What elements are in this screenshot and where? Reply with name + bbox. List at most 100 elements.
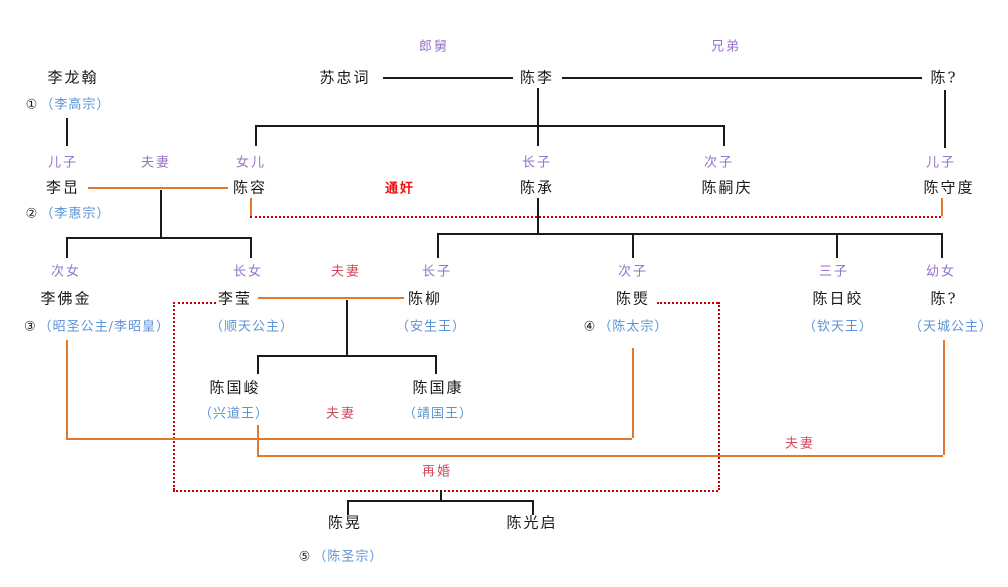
person-name: 李莹: [217, 289, 253, 308]
title-annotation: ④（陈太宗）: [583, 319, 669, 335]
title-annotation: （天城公主）: [908, 320, 994, 334]
title-annotation: ⑤（陈圣宗）: [298, 549, 384, 565]
annotation-text: （安生王）: [395, 319, 467, 335]
relation-label: 儿子: [925, 155, 957, 171]
family-line: [257, 355, 259, 374]
generation-number: ②: [25, 206, 39, 222]
family-line: [437, 233, 941, 235]
annotation-text: （陈圣宗）: [313, 549, 384, 565]
person-name: 李旵: [45, 178, 81, 197]
family-line: [255, 125, 257, 146]
family-line: [66, 237, 68, 258]
family-line: [435, 355, 437, 374]
family-line: [347, 500, 532, 502]
generation-number: ④: [583, 319, 597, 335]
marriage-line: [258, 297, 404, 299]
family-line: [66, 237, 250, 239]
title-annotation: （顺天公主）: [209, 319, 295, 335]
annotation-text: （李高宗）: [40, 97, 111, 113]
relation-label: 夫妻: [325, 406, 357, 422]
annotation-text: （靖国王）: [402, 406, 474, 422]
person-name: 陈国峻: [209, 378, 261, 397]
marriage-line: [88, 187, 228, 189]
annotation-text: （昭圣公主/李昭皇）: [38, 319, 171, 335]
person-name: 陈柳: [407, 289, 443, 308]
dotted-relation-line: [173, 302, 216, 304]
relation-label: 兄弟: [710, 39, 742, 55]
marriage-line: [941, 198, 943, 216]
family-line: [836, 233, 838, 258]
relation-label: 再婚: [421, 464, 453, 480]
family-line: [723, 125, 725, 146]
annotation-text: （钦天王）: [802, 319, 874, 335]
person-name: 陈光启: [506, 513, 558, 532]
relation-label: 次子: [703, 155, 735, 171]
annotation-text: （陈太宗）: [598, 319, 669, 335]
title-annotation: （兴道王）: [198, 406, 270, 422]
annotation-text: （兴道王）: [198, 406, 270, 422]
person-name: 陈李: [519, 68, 555, 87]
family-line: [537, 198, 539, 233]
relation-label: 夫妻: [784, 436, 816, 452]
person-name: 陈晃: [327, 513, 363, 532]
family-line: [257, 355, 435, 357]
family-line: [437, 233, 439, 258]
person-name: 陈?: [930, 289, 958, 308]
marriage-line: [66, 340, 68, 438]
person-name: 陈守度: [923, 178, 975, 197]
relation-label: 长女: [232, 264, 264, 280]
family-line: [941, 233, 943, 258]
relation-label: 女儿: [235, 155, 267, 171]
person-name: 李佛金: [40, 289, 92, 308]
relation-label: 次子: [617, 264, 649, 280]
family-line: [537, 88, 539, 125]
marriage-line: [257, 425, 259, 455]
marriage-line: [632, 348, 634, 438]
dotted-relation-line: [657, 302, 718, 304]
person-name: 陈容: [232, 178, 268, 197]
dotted-relation-line: [173, 490, 718, 492]
marriage-line: [250, 198, 252, 216]
family-line: [250, 237, 252, 258]
family-line: [66, 118, 68, 146]
generation-number: ⑤: [298, 549, 312, 565]
person-name: 陈承: [519, 178, 555, 197]
title-annotation: ②（李惠宗）: [25, 206, 111, 222]
person-name: 李龙翰: [47, 68, 99, 87]
annotation-text: （李惠宗）: [40, 206, 111, 222]
dotted-relation-line: [250, 216, 941, 218]
person-name: 陈嗣庆: [701, 178, 753, 197]
family-line: [347, 500, 349, 515]
relation-label: 次女: [50, 264, 82, 280]
relation-label: 长子: [521, 155, 553, 171]
marriage-line: [66, 438, 632, 440]
person-name: 陈国康: [412, 378, 464, 397]
relation-label: 郎舅: [418, 39, 450, 55]
marriage-line: [257, 455, 943, 457]
dotted-relation-line: [173, 302, 175, 490]
dotted-relation-line: [718, 302, 720, 490]
family-line: [440, 490, 442, 500]
family-line: [383, 77, 513, 79]
relation-label: 三子: [818, 264, 850, 280]
marriage-line: [943, 340, 945, 455]
relation-label: 夫妻: [330, 264, 362, 280]
generation-number: ①: [25, 97, 39, 113]
relation-label: 夫妻: [140, 155, 172, 171]
annotation-text: （顺天公主）: [209, 319, 295, 335]
family-line: [562, 77, 922, 79]
family-line: [160, 190, 162, 237]
family-line: [537, 125, 539, 146]
relation-label: 通奸: [384, 181, 416, 197]
person-name: 陈?: [930, 68, 958, 87]
family-line: [532, 500, 534, 515]
title-annotation: （钦天王）: [802, 319, 874, 335]
person-name: 陈煚: [615, 289, 651, 308]
relation-label: 幼女: [925, 264, 957, 280]
title-annotation: ①（李高宗）: [25, 97, 111, 113]
title-annotation: （安生王）: [395, 319, 467, 335]
generation-number: ③: [23, 319, 37, 335]
family-line: [346, 300, 348, 355]
title-annotation: ③（昭圣公主/李昭皇）: [23, 319, 171, 335]
